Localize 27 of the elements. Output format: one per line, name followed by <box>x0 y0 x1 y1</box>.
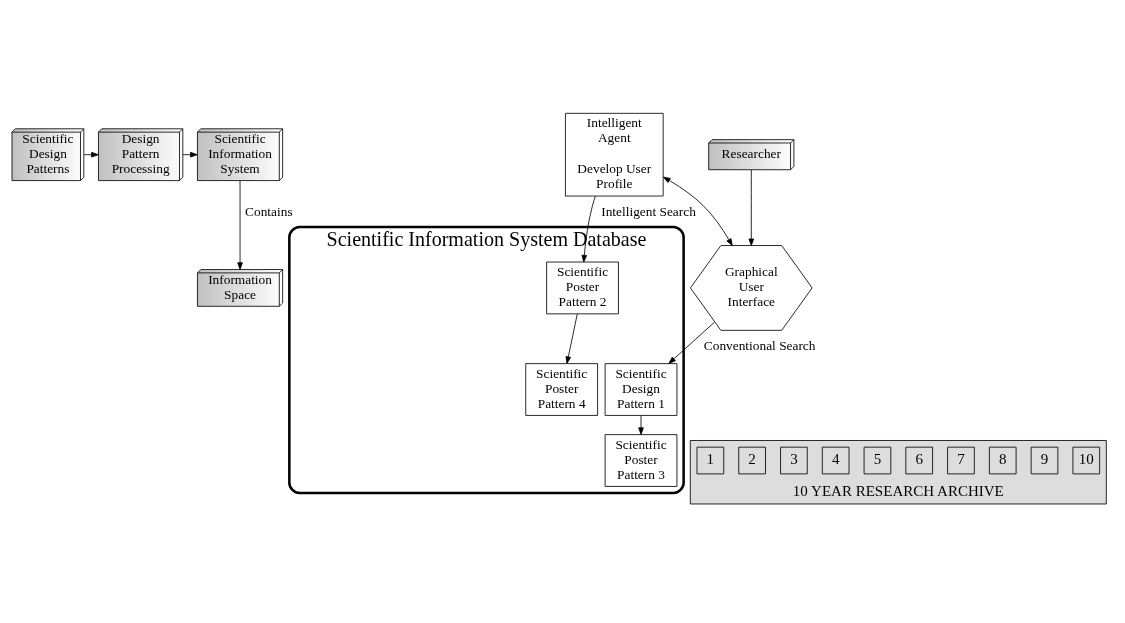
node-box: 8 <box>988 446 1017 474</box>
arrow <box>237 179 243 270</box>
arrow <box>638 414 644 435</box>
node-box: 1 <box>696 446 725 474</box>
arrow <box>662 176 733 246</box>
edge-label: Intelligent Search <box>601 203 696 219</box>
arrow <box>83 151 99 157</box>
arrow <box>565 313 578 364</box>
node-box: 4 <box>821 446 850 474</box>
node-box: 10 <box>1072 446 1101 474</box>
node-box: 5 <box>863 446 892 474</box>
node-box: 9 <box>1030 446 1059 474</box>
arrow <box>182 151 198 157</box>
arrow <box>748 168 755 246</box>
arrow <box>581 195 596 262</box>
node-box: Scientific Poster Pattern 4 <box>525 362 598 416</box>
node-box: Scientific Design Pattern 1 <box>604 362 678 416</box>
node-box: 6 <box>905 446 933 474</box>
arrow <box>668 321 715 364</box>
node-box: Scientific Poster Pattern 2 <box>546 261 619 314</box>
edge-label: Contains <box>245 203 293 219</box>
node-box: 3 <box>780 446 808 474</box>
edge-label: Conventional Search <box>703 337 816 353</box>
node-box: Scientific Poster Pattern 3 <box>604 433 678 487</box>
node-box: 2 <box>738 446 766 474</box>
node-box: Intelligent Agent Develop User Profile <box>565 112 664 196</box>
node-box: 7 <box>947 446 975 474</box>
